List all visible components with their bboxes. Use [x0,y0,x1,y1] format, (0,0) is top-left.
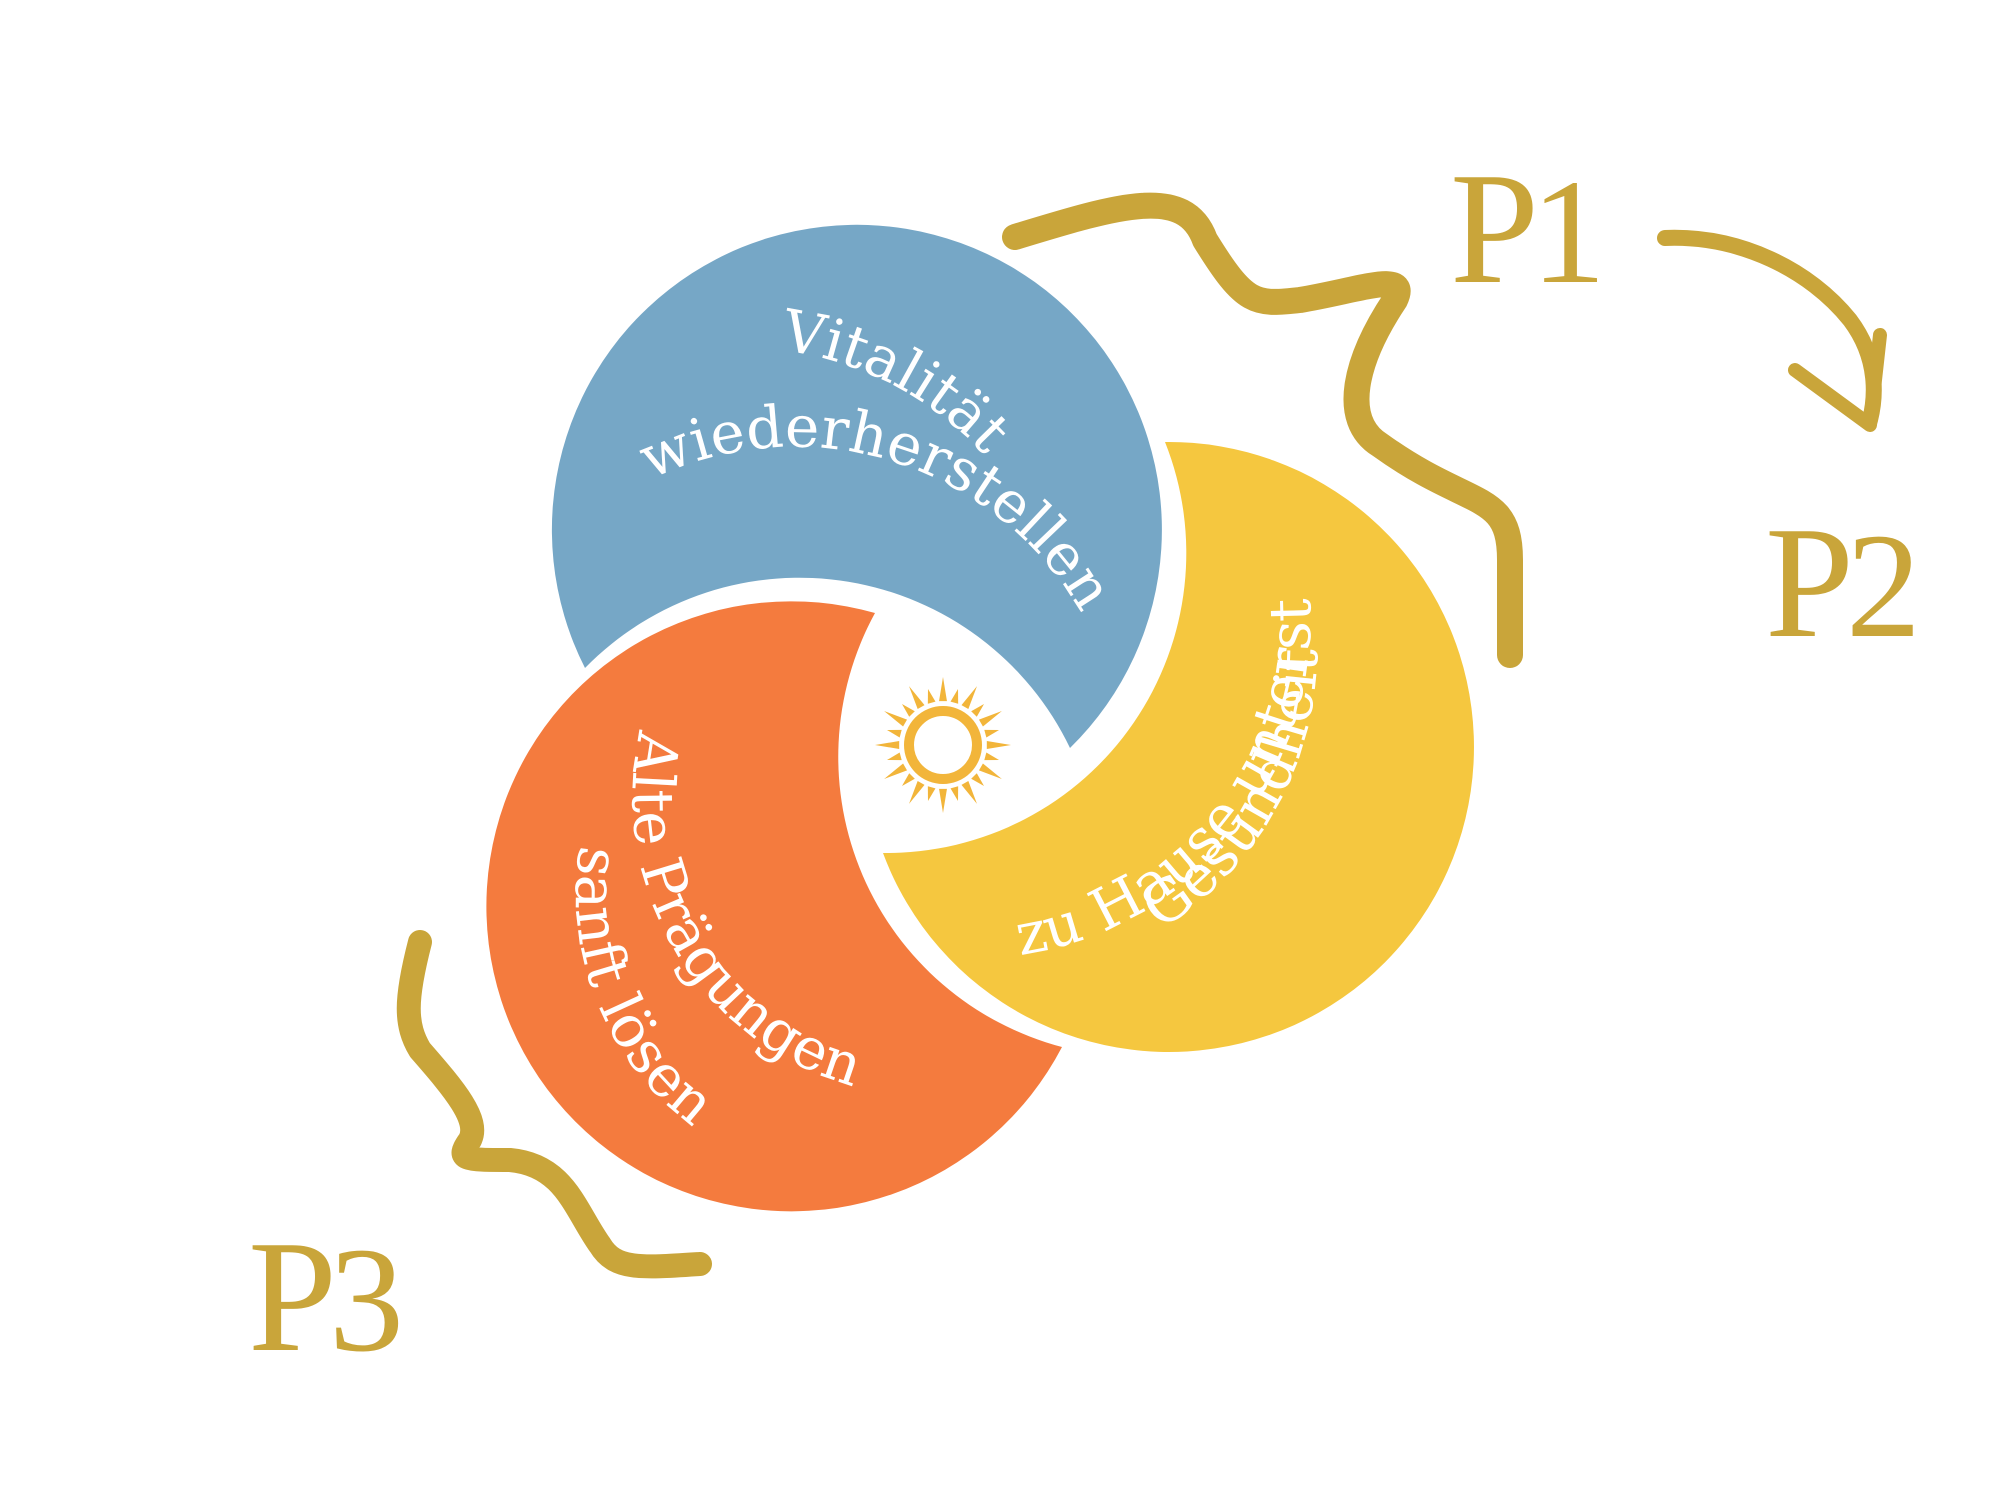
sun-ray [901,703,915,717]
sun-ray [950,786,959,802]
sun-ray [886,729,902,738]
sun-ray [939,788,947,813]
squiggle-bottom-left [396,930,712,1279]
sun-ray [884,711,908,727]
sun-ray [950,688,959,704]
sun-ray [961,780,977,804]
sun-ray [971,773,985,787]
squiggle-top-right [1002,192,1524,668]
sun-ray [875,741,900,749]
label-p3: P3 [248,1207,404,1385]
sun-ray [939,677,947,702]
sun-ray [884,763,908,779]
sun-ray [886,752,902,761]
sun-ray [978,763,1002,779]
segment-vitalitaet [551,224,1162,748]
sun-ray [901,773,915,787]
sun-ray [984,752,1000,761]
sun-ray [986,741,1011,749]
sun-ray [909,780,925,804]
sun-icon [875,677,1011,813]
segment-praegungen [486,601,1063,1212]
sun-ray [984,729,1000,738]
segment-gesundheit [883,441,1474,1052]
arrow-head-icon [1788,328,1887,432]
label-p1: P1 [1450,139,1606,317]
sun-ray [971,703,985,717]
arrow-p1-to-p2 [1657,229,1882,428]
sun-ray [927,688,936,704]
sun-ray [978,711,1002,727]
sun-ray [927,786,936,802]
sun-ray [961,686,977,710]
label-p2: P2 [1765,493,1921,671]
sun-ray [909,686,925,710]
